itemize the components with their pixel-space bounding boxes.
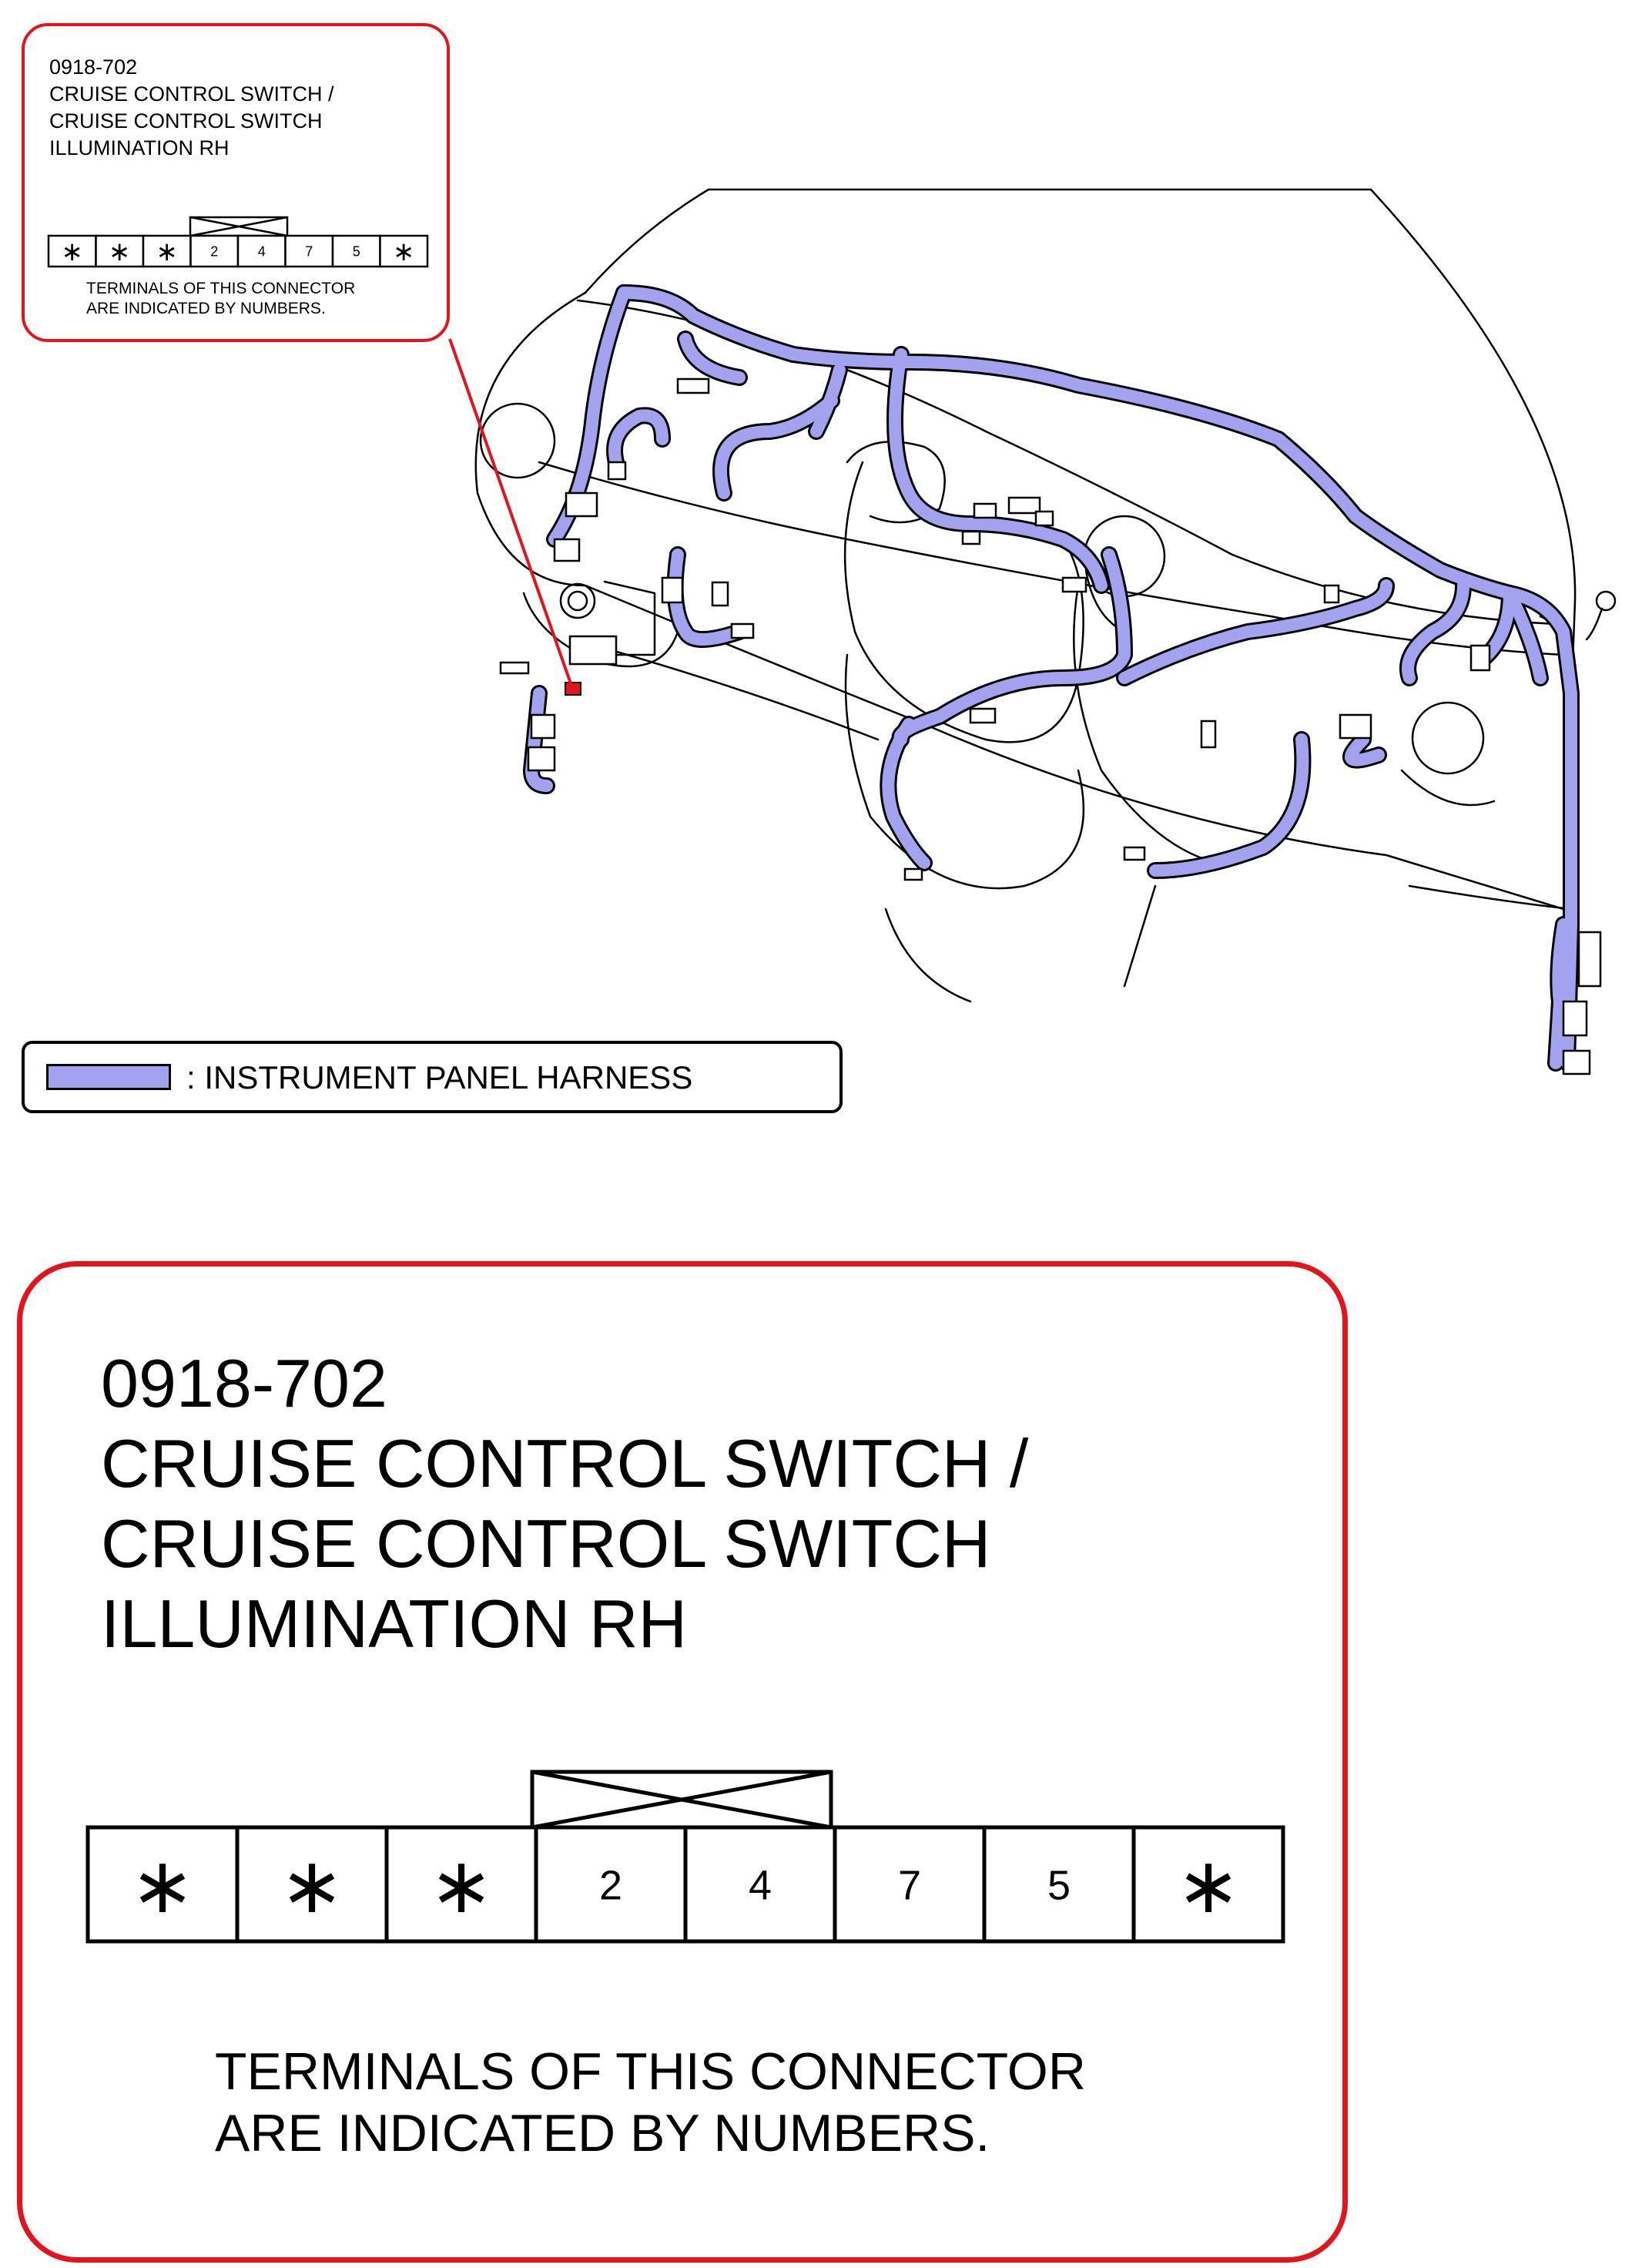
legend: : INSTRUMENT PANEL HARNESS xyxy=(22,1041,843,1113)
small-connector-diagram: ∗ ∗ ∗ 2 4 7 5 ∗ xyxy=(47,216,429,268)
connector-cell xyxy=(379,234,429,268)
connector-cell xyxy=(1131,1825,1285,1944)
connector-cell xyxy=(47,234,97,268)
connector-cell xyxy=(683,1825,837,1944)
small-callout-note: TERMINALS OF THIS CONNECTOR ARE INDICATE… xyxy=(86,280,356,317)
connector-unused-terminal: ∗ xyxy=(393,237,415,267)
small-callout-title: 0918-702 CRUISE CONTROL SWITCH / CRUISE … xyxy=(49,55,334,159)
connector-unused-terminal: ∗ xyxy=(62,237,84,267)
connector-terminal-number: 4 xyxy=(749,1862,772,1908)
connector-unused-terminal: ∗ xyxy=(109,237,131,267)
connector-unused-terminal: ∗ xyxy=(130,1843,195,1929)
connector-unused-terminal: ∗ xyxy=(156,237,179,267)
connector-terminal-number: 5 xyxy=(353,243,360,259)
legend-harness-swatch xyxy=(46,1064,171,1090)
callout-leader-line xyxy=(448,338,573,686)
connector-unused-terminal: ∗ xyxy=(1176,1843,1241,1929)
connector-unused-terminal: ∗ xyxy=(280,1843,344,1929)
connector-terminal-number: 5 xyxy=(1047,1862,1071,1908)
connector-unused-terminal: ∗ xyxy=(429,1843,494,1929)
instrument-panel-diagram xyxy=(448,188,1617,1075)
connector-cell xyxy=(534,1825,688,1944)
dashboard-front-edge xyxy=(584,188,710,294)
left-vent-outline xyxy=(479,402,556,479)
right-vent-outline xyxy=(1411,701,1485,775)
small-callout-box: 0918-702 CRUISE CONTROL SWITCH / CRUISE … xyxy=(22,23,450,342)
connector-cell xyxy=(235,1825,389,1944)
legend-label: : INSTRUMENT PANEL HARNESS xyxy=(186,1059,693,1095)
big-callout-box: 0918-702 CRUISE CONTROL SWITCH / CRUISE … xyxy=(17,1261,1348,2263)
instrument-panel-harness-fill xyxy=(525,287,1577,1069)
connector-terminal-number: 7 xyxy=(898,1862,921,1908)
harness-connectors xyxy=(499,377,1602,1075)
connector-cell xyxy=(189,234,240,268)
dashboard-outline xyxy=(707,188,1577,911)
big-callout-title: 0918-702 CRUISE CONTROL SWITCH / CRUISE … xyxy=(101,1345,1029,1662)
big-callout-note: TERMINALS OF THIS CONNECTOR ARE INDICATE… xyxy=(215,2042,1086,2162)
small-connector-key xyxy=(189,216,289,237)
connector-terminal-number: 2 xyxy=(210,243,218,259)
connector-cell xyxy=(284,234,334,268)
connector-terminal-number: 2 xyxy=(599,1862,622,1908)
highlighted-connector xyxy=(565,682,581,696)
connector-terminal-number: 4 xyxy=(258,243,266,259)
connector-cell xyxy=(142,234,192,268)
big-connector-diagram: ∗ ∗ ∗ 2 4 7 5 ∗ xyxy=(85,1770,1285,1944)
connector-cell xyxy=(982,1825,1136,1944)
connector-terminal-number: 7 xyxy=(305,243,313,259)
big-connector-key xyxy=(530,1770,833,1830)
